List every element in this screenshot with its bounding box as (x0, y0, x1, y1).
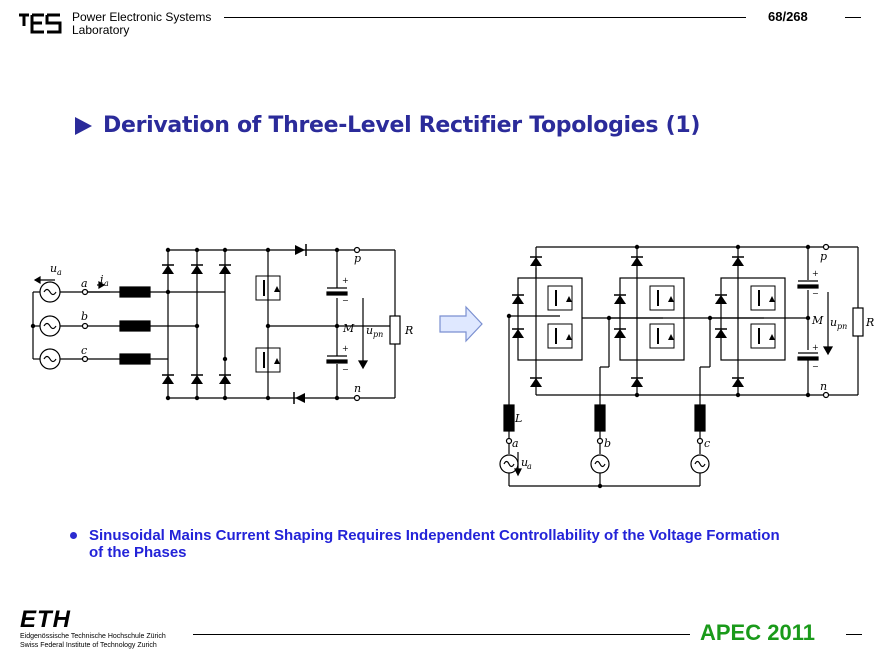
label-cap2-plus: + (342, 344, 349, 353)
header-dash (845, 17, 861, 18)
right-labels: p n M u pn R L a b c u a + − + − (512, 250, 874, 471)
label-c-right: c (704, 437, 710, 450)
label-R: R (404, 324, 413, 337)
label-c: c (81, 344, 87, 357)
label-ua-sub-right: a (527, 462, 532, 471)
transition-arrow-icon (439, 305, 483, 343)
right-devices (506, 244, 811, 489)
lab-name: Power Electronic Systems Laboratory (72, 11, 211, 37)
rectifier-topology-diagram: u a i a a b c p n M u pn R + − + − (30, 243, 874, 489)
label-ua-right: u (521, 456, 528, 469)
label-M: M (342, 322, 355, 335)
label-a-right: a (512, 437, 519, 450)
label-upn: u (366, 324, 373, 337)
label-p: p (354, 252, 361, 265)
slide-title: Derivation of Three-Level Rectifier Topo… (103, 113, 701, 138)
pes-logo (19, 13, 62, 34)
right-circuit (499, 243, 864, 487)
label-cap3-minus: − (812, 289, 819, 298)
label-n: n (354, 382, 361, 395)
eth-name-line2: Swiss Federal Institute of Technology Zu… (20, 642, 157, 649)
footer-rule (193, 634, 690, 635)
label-cap4-plus: + (812, 343, 819, 352)
label-cap2-minus: − (342, 365, 349, 374)
label-ia: i (100, 273, 104, 286)
label-ua-sub: a (57, 268, 62, 277)
label-L: L (514, 412, 522, 425)
title-arrow-icon (75, 117, 92, 135)
label-upn-sub-right: pn (837, 322, 847, 331)
header-rule (224, 17, 746, 18)
label-p-right: p (820, 250, 827, 263)
label-cap1-minus: − (342, 296, 349, 305)
lab-name-line2: Laboratory (72, 23, 130, 37)
label-b-right: b (604, 437, 611, 450)
label-ua: u (50, 262, 57, 275)
label-ia-sub: a (104, 279, 109, 288)
label-b: b (81, 310, 88, 323)
bullet-text: Sinusoidal Mains Current Shaping Require… (89, 527, 780, 561)
eth-name: Eidgenössische Technische Hochschule Zür… (20, 632, 166, 650)
label-cap3-plus: + (812, 269, 819, 278)
page-number: 68/268 (768, 9, 808, 24)
label-cap4-minus: − (812, 362, 819, 371)
label-n-right: n (820, 380, 827, 393)
eth-name-line1: Eidgenössische Technische Hochschule Zür… (20, 633, 166, 640)
label-upn-right: u (830, 316, 837, 329)
label-a: a (81, 277, 88, 290)
footer-dash (846, 634, 862, 635)
left-diodes (30, 244, 340, 404)
label-cap1-plus: + (342, 276, 349, 285)
left-circuit (32, 246, 401, 402)
apec-logo: APEC 2011 (700, 620, 815, 645)
eth-logo: ETH (20, 606, 71, 633)
label-R-right: R (865, 316, 874, 329)
label-M-right: M (811, 314, 824, 327)
left-labels: u a i a a b c p n M u pn R + − + − (50, 252, 413, 395)
bullet-dot-icon (70, 532, 77, 539)
label-upn-sub: pn (373, 330, 383, 339)
lab-name-line1: Power Electronic Systems (72, 10, 212, 24)
